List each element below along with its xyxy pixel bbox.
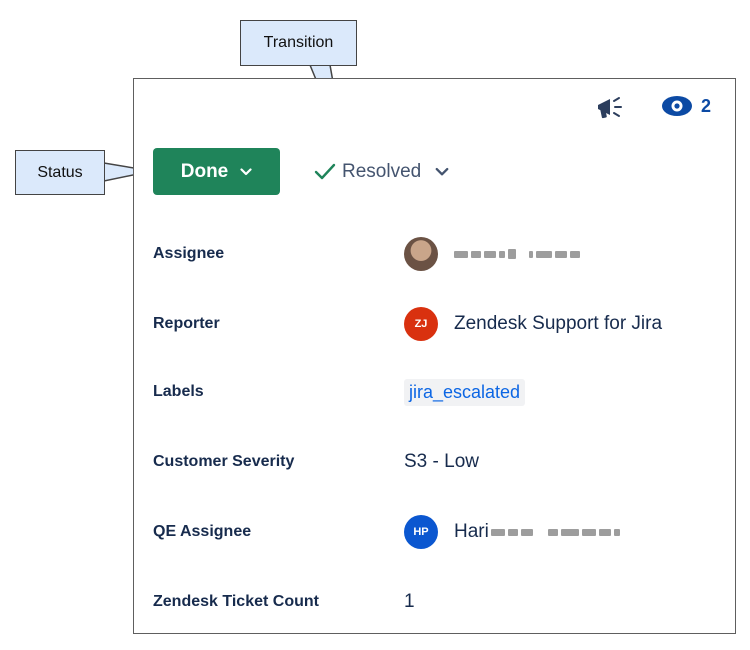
- watcher-count: 2: [701, 96, 712, 116]
- resolution-label: Resolved: [342, 161, 422, 182]
- reporter-field: Reporter ZJ Zendesk Support for Jira: [153, 304, 725, 344]
- announcement-button[interactable]: [596, 95, 626, 126]
- watch-button[interactable]: 2: [661, 95, 711, 117]
- customer-severity-field: Customer Severity S3 - Low: [153, 442, 725, 482]
- redacted-name: [490, 528, 620, 536]
- transition-callout: Transition: [240, 20, 357, 66]
- redacted-name: [454, 249, 580, 259]
- customer-severity-label: Customer Severity: [153, 453, 295, 470]
- issue-details-panel: 2 Done Resolved Assignee Reporter ZJ: [133, 78, 736, 634]
- status-callout: Status: [15, 150, 105, 195]
- zendesk-ticket-count-value[interactable]: 1: [404, 591, 415, 612]
- eye-icon: [662, 96, 692, 116]
- status-label: Done: [180, 160, 229, 182]
- qe-assignee-name: Hari: [454, 521, 489, 542]
- transition-callout-text: Transition: [263, 34, 334, 51]
- assignee-value[interactable]: [404, 237, 580, 271]
- assignee-field: Assignee: [153, 234, 725, 274]
- reporter-label: Reporter: [153, 315, 220, 332]
- assignee-label: Assignee: [153, 245, 225, 262]
- zendesk-ticket-count-label: Zendesk Ticket Count: [153, 593, 319, 610]
- label-tag[interactable]: jira_escalated: [404, 378, 526, 406]
- avatar: [404, 237, 438, 271]
- customer-severity-value[interactable]: S3 - Low: [404, 451, 479, 472]
- labels-label: Labels: [153, 383, 204, 400]
- qe-assignee-value[interactable]: HP Hari: [404, 515, 620, 549]
- qe-assignee-field: QE Assignee HP Hari: [153, 512, 725, 552]
- avatar: ZJ: [404, 307, 438, 341]
- chevron-down-icon: [240, 167, 252, 175]
- status-dropdown-button[interactable]: Done: [153, 148, 280, 195]
- qe-assignee-label: QE Assignee: [153, 523, 252, 540]
- status-callout-text: Status: [37, 163, 83, 181]
- chevron-down-icon: [435, 167, 449, 176]
- labels-value: jira_escalated: [404, 378, 526, 406]
- resolution-dropdown[interactable]: Resolved: [314, 159, 449, 185]
- checkmark-icon: [314, 163, 336, 180]
- reporter-name: Zendesk Support for Jira: [454, 313, 663, 334]
- megaphone-icon: [598, 97, 622, 119]
- avatar: HP: [404, 515, 438, 549]
- zendesk-ticket-count-field: Zendesk Ticket Count 1: [153, 582, 725, 622]
- reporter-value[interactable]: ZJ Zendesk Support for Jira: [404, 307, 662, 341]
- labels-field: Labels jira_escalated: [153, 372, 725, 412]
